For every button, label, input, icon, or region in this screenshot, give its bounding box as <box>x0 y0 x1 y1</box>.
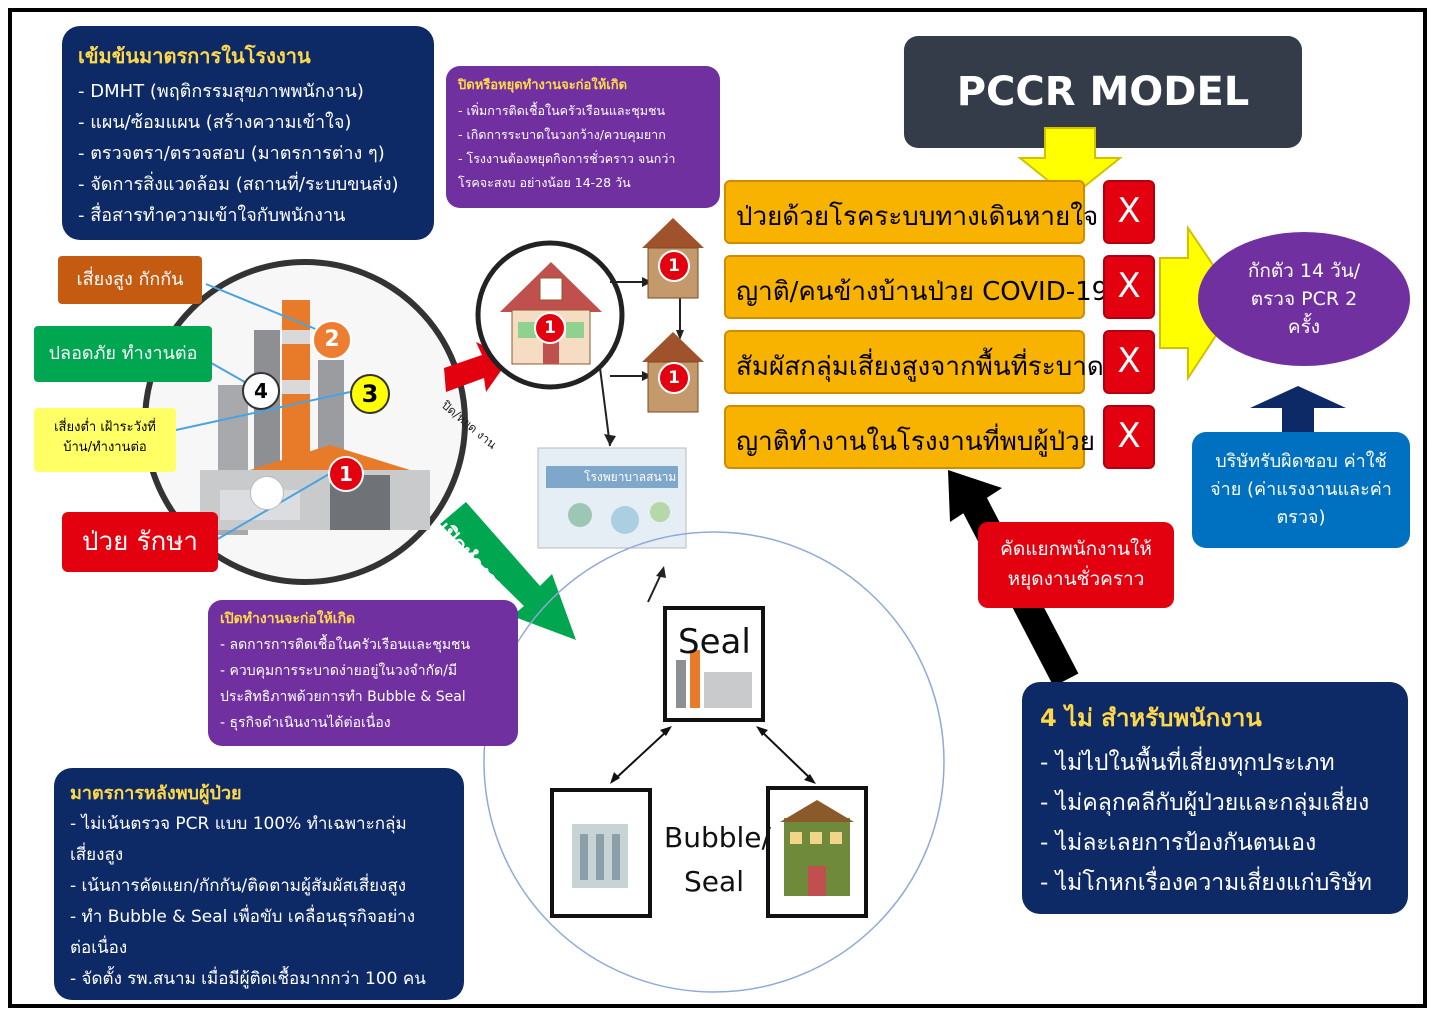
criteria-respiratory: ป่วยด้วยโรคระบบทางเดินหายใจ <box>724 180 1098 244</box>
criteria-relative-factory: ญาติทำงานในโรงงานที่พบผู้ป่วย <box>724 405 1095 469</box>
list-item: - เน้นการคัดแยก/กักกัน/ติดตามผู้สัมผัสเส… <box>70 876 407 896</box>
quarantine-oval: กักตัว 14 วัน/ ตรวจ PCR 2 ครั้ง <box>1198 232 1410 366</box>
after-found-box: มาตรการหลังพบผู้ป่วย - ไม่เน้นตรวจ PCR แ… <box>54 768 464 1000</box>
up-arrow-icon <box>1250 386 1346 432</box>
list-item: - ตรวจตรา/ตรวจสอบ (มาตรการต่าง ๆ) <box>78 143 385 164</box>
sick-text: ป่วย รักษา <box>81 527 199 557</box>
factory-measures-box: เข้มข้นมาตรการในโรงงาน - DMHT (พฤติกรรมส… <box>62 26 434 240</box>
low-risk-label: เสี่ยงต่ำ เฝ้าระวังที่ บ้าน/ทำงานต่อ <box>34 408 176 472</box>
seal-label: Seal <box>678 622 751 662</box>
list-item: เสี่ยงสูง <box>70 845 124 865</box>
pccr-title-box: PCCR MODEL <box>904 36 1302 148</box>
diagram-frame <box>8 8 1427 1008</box>
bubble-circle <box>483 531 945 993</box>
safe-label: ปลอดภัย ทำงานต่อ <box>34 326 212 382</box>
down-arrow-icon <box>1017 127 1123 200</box>
criteria-contact-risk: สัมผัสกลุ่มเสี่ยงสูงจากพื้นที่ระบาด <box>724 330 1104 394</box>
high-risk-label: เสี่ยงสูง กักกัน <box>58 256 202 304</box>
list-item: - แผน/ซ้อมแผน (สร้างความเข้าใจ) <box>78 112 352 133</box>
black-arrow-head <box>948 470 1002 522</box>
after-found-title: มาตรการหลังพบผู้ป่วย <box>70 783 242 804</box>
bubble-seal-label: Bubble/ Seal <box>664 821 771 898</box>
sick-label: ป่วย รักษา <box>62 512 218 572</box>
risk-number-2: 2 <box>312 320 352 360</box>
risk-number-3: 3 <box>350 374 390 414</box>
list-item: - จัดการสิ่งแวดล้อม (สถานที่/ระบบขนส่ง) <box>78 174 399 195</box>
open-factory-title: เปิดทำงานจะก่อให้เกิด <box>220 611 356 627</box>
pccr-title: PCCR MODEL <box>956 69 1250 115</box>
list-item: - ไม่เน้นตรวจ PCR แบบ 100% ทำเฉพาะกลุ่ม <box>70 814 407 834</box>
list-item: - DMHT (พฤติกรรมสุขภาพพนักงาน) <box>78 81 364 102</box>
list-item: ประสิทธิภาพด้วยการทำ Bubble & Seal <box>220 689 466 705</box>
four-no-box: 4 ไม่ สำหรับพนักงาน - ไม่ไปในพื้นที่เสี่… <box>1022 682 1408 914</box>
house-number-1: 1 <box>658 250 690 282</box>
list-item: - ไม่ไปในพื้นที่เสี่ยงทุกประเภท <box>1040 750 1335 776</box>
list-item: - ธุรกิจดำเนินงานได้ต่อเนื่อง <box>220 715 391 731</box>
list-item: - ลดการการติดเชื้อในครัวเรือนและชุมชน <box>220 637 471 653</box>
list-item: - ไม่ละเลยการป้องกันตนเอง <box>1040 830 1317 856</box>
open-factory-box: เปิดทำงานจะก่อให้เกิด - ลดการการติดเชื้อ… <box>208 600 518 746</box>
list-item: - เพิ่มการติดเชื้อในครัวเรือนและชุมชน <box>458 103 666 118</box>
low-risk-text: เสี่ยงต่ำ เฝ้าระวังที่ บ้าน/ทำงานต่อ <box>54 420 156 455</box>
company-pays-text: บริษัทรับผิดชอบ ค่าใช้จ่าย (ค่าแรงงานและ… <box>1210 451 1392 528</box>
list-item: - สื่อสารทำความเข้าใจกับพนักงาน <box>78 205 346 226</box>
close-factory-box: ปิดหรือหยุดทำงานจะก่อให้เกิด - เพิ่มการต… <box>446 66 720 208</box>
field-hospital-image <box>537 447 687 549</box>
risk-number-4: 4 <box>242 372 280 410</box>
company-pays-box: บริษัทรับผิดชอบ ค่าใช้จ่าย (ค่าแรงงานและ… <box>1192 432 1410 548</box>
list-item: - จัดตั้ง รพ.สนาม เมื่อมีผู้ติดเชื้อมากก… <box>70 969 426 989</box>
open-arrow-icon <box>440 502 576 640</box>
x-mark: X <box>1103 180 1155 244</box>
separate-staff-text: คัดแยกพนักงานให้ หยุดงานชั่วคราว <box>1000 538 1152 590</box>
list-item: - ทำ Bubble & Seal เพื่อขับ เคลื่อนธุรกิ… <box>70 907 416 927</box>
list-item: - ไม่คลุกคลีกับผู้ป่วยและกลุ่มเสี่ยง <box>1040 790 1370 816</box>
x-mark: X <box>1103 255 1155 319</box>
list-item: ต่อเนื่อง <box>70 938 128 958</box>
criteria-relative-covid: ญาติ/คนข้างบ้านป่วย COVID-19 <box>724 255 1108 319</box>
high-risk-text: เสี่ยงสูง กักกัน <box>76 269 184 290</box>
house-number-1: 1 <box>534 312 566 344</box>
list-item: โรคจะสงบ อย่างน้อย 14-28 วัน <box>458 175 631 190</box>
white-circle <box>250 476 284 510</box>
x-mark: X <box>1103 330 1155 394</box>
quarantine-text: กักตัว 14 วัน/ ตรวจ PCR 2 ครั้ง <box>1247 260 1361 338</box>
list-item: - ควบคุมการระบาดง่ายอยู่ในวงจำกัด/มี <box>220 663 458 679</box>
list-item: - ไม่โกหกเรื่องความเสี่ยงแก่บริษัท <box>1040 870 1372 896</box>
close-factory-title: ปิดหรือหยุดทำงานจะก่อให้เกิด <box>458 78 628 93</box>
separate-staff-box: คัดแยกพนักงานให้ หยุดงานชั่วคราว <box>978 522 1174 608</box>
list-item: - เกิดการระบาดในวงกว้าง/ควบคุมยาก <box>458 127 666 142</box>
field-hospital-caption: โรงพยาบาลสนาม <box>584 470 677 484</box>
four-no-title: 4 ไม่ สำหรับพนักงาน <box>1040 704 1262 732</box>
factory-measures-title: เข้มข้นมาตรการในโรงงาน <box>78 44 311 68</box>
risk-number-1: 1 <box>328 456 364 492</box>
x-mark: X <box>1103 405 1155 469</box>
list-item: - โรงงานต้องหยุดกิจการชั่วคราว จนกว่า <box>458 151 676 166</box>
safe-text: ปลอดภัย ทำงานต่อ <box>48 343 198 364</box>
house-number-1: 1 <box>658 362 690 394</box>
